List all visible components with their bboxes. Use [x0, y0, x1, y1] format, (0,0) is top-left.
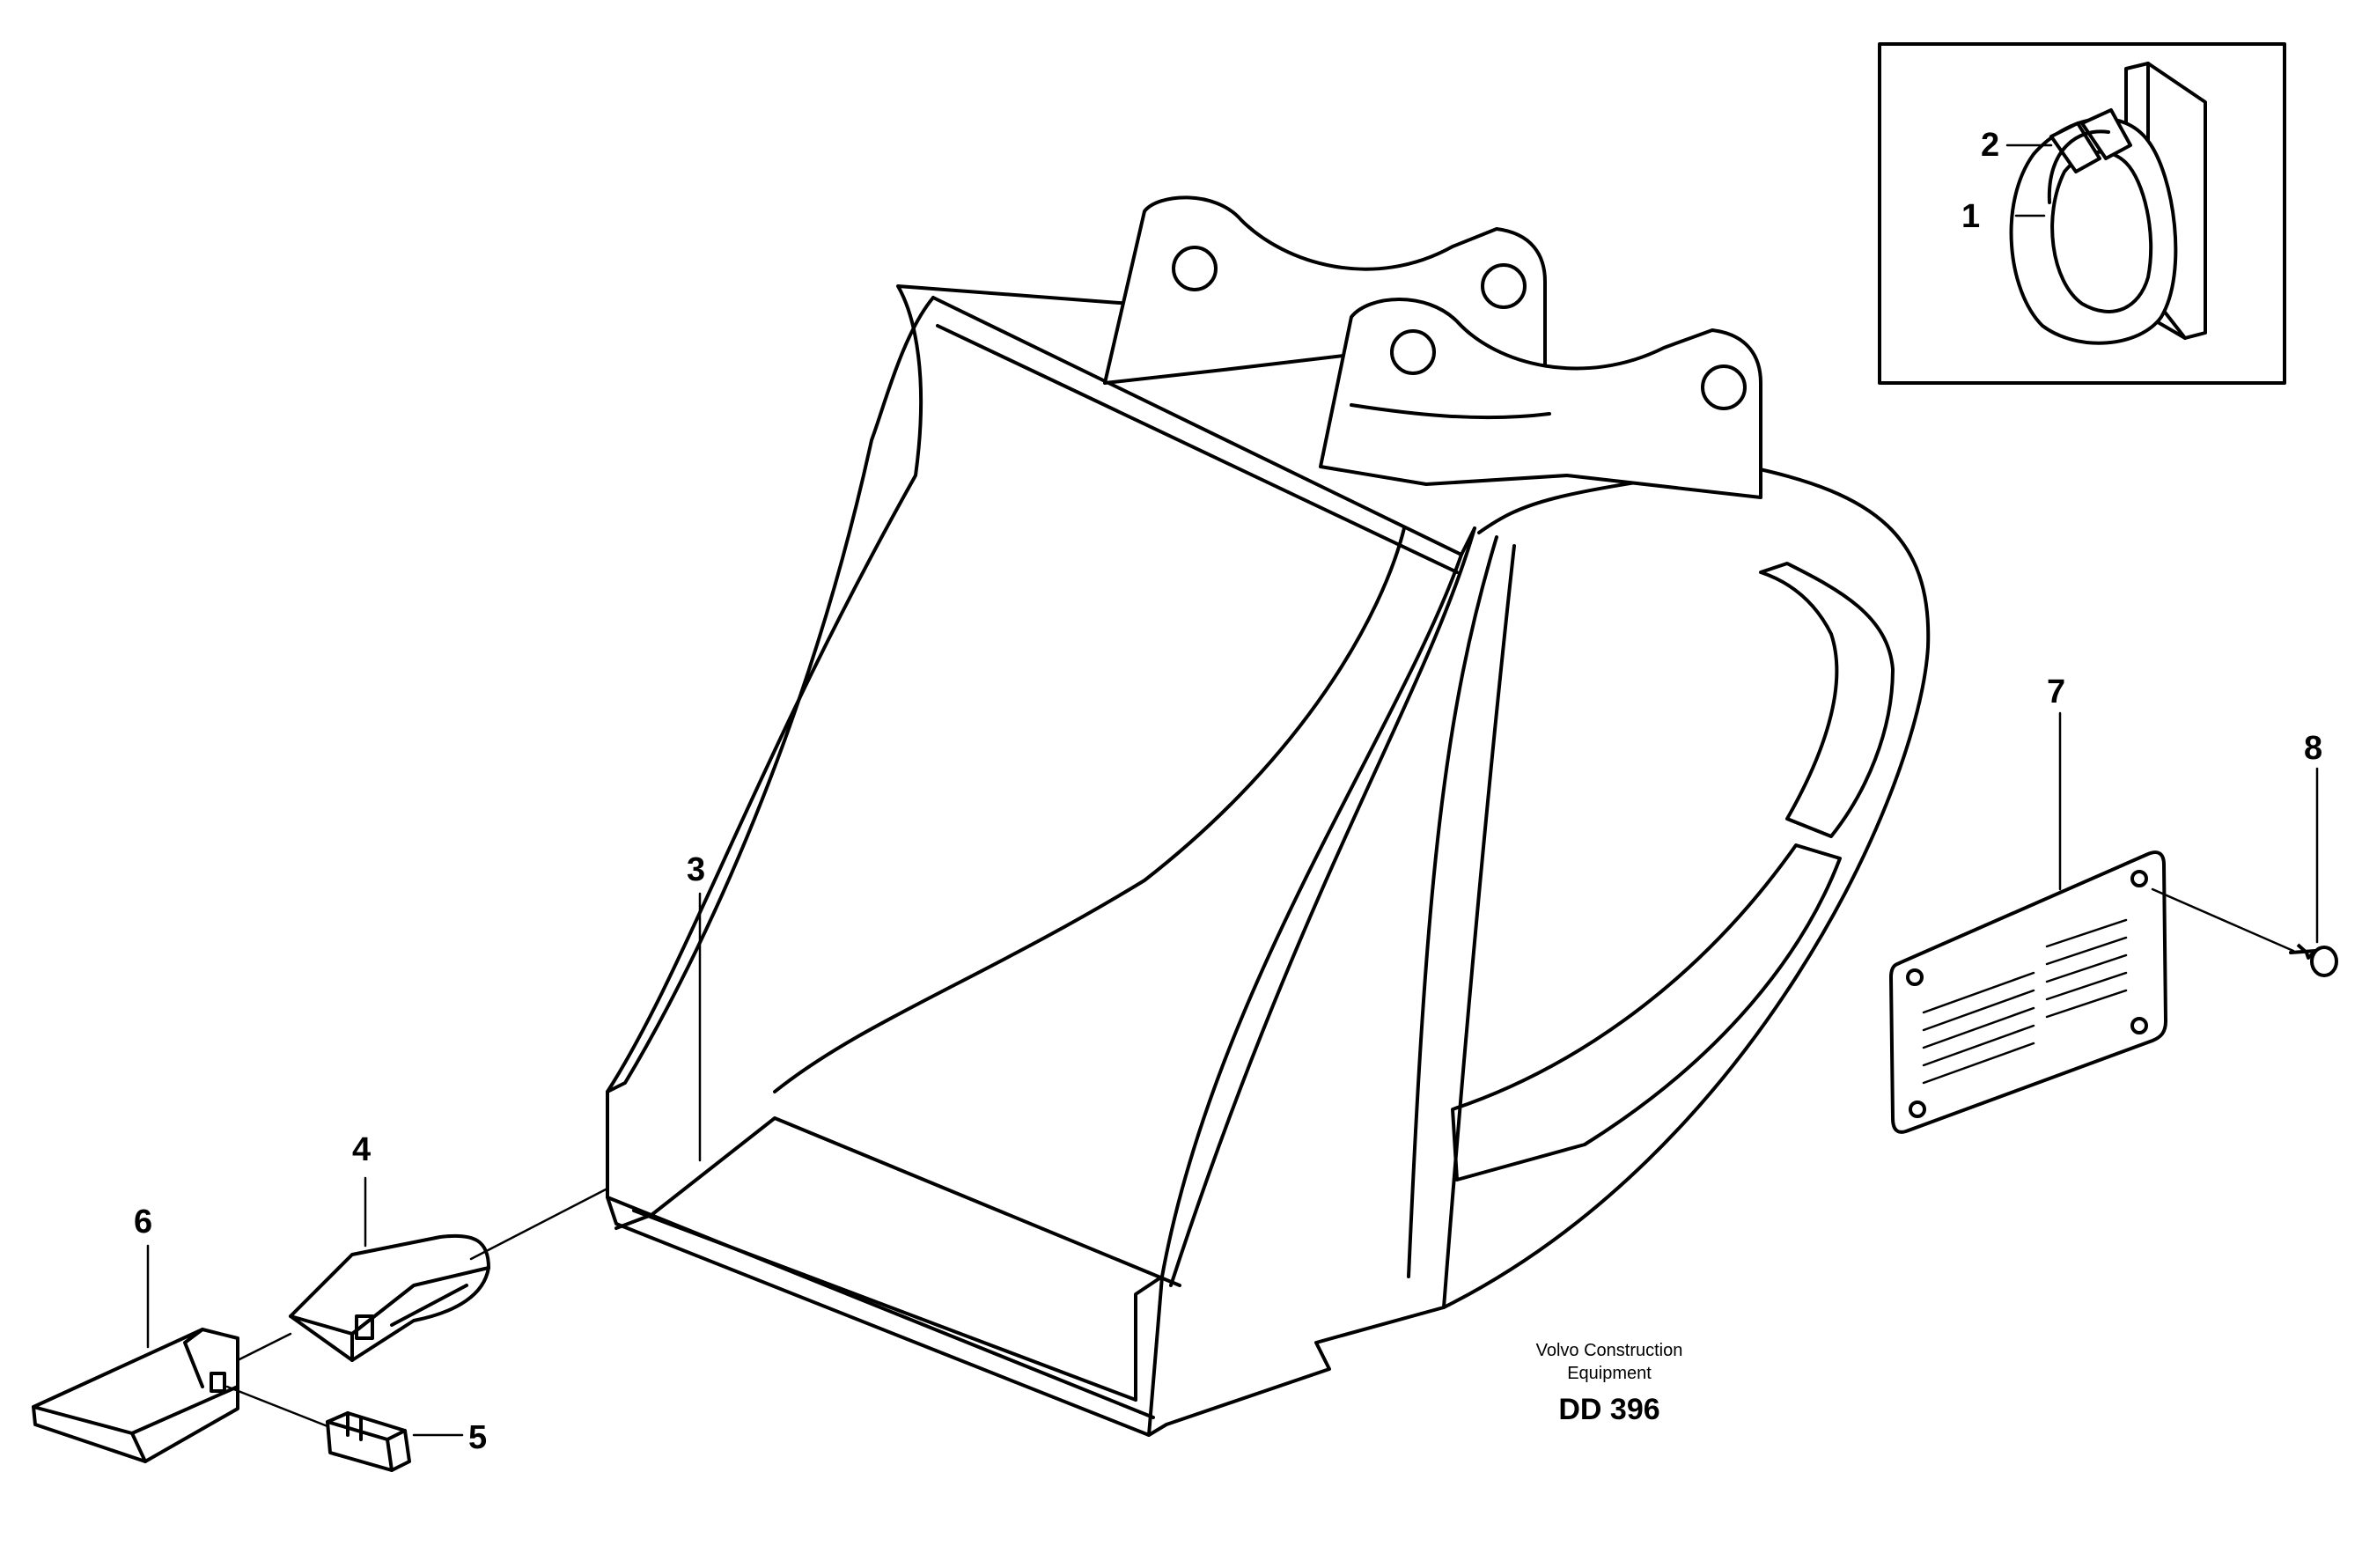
- callout-1: 1: [1961, 198, 1980, 235]
- callout-3: 3: [687, 851, 705, 888]
- retainer-pin: [326, 1411, 411, 1472]
- callout-5: 5: [468, 1419, 487, 1456]
- inset-lifting-eye: [1878, 42, 2286, 385]
- callouts: 1 2 3 4 5 6 7 8: [134, 127, 2322, 1456]
- leader-lines: [146, 144, 2319, 1437]
- callout-7: 7: [2047, 674, 2065, 710]
- mounting-brackets: [1103, 195, 1762, 499]
- rivet: [2289, 943, 2338, 977]
- tooth-adapter: [289, 1233, 490, 1362]
- tooth: [32, 1328, 239, 1463]
- decal-plate: [1889, 850, 2167, 1134]
- diagram-caption: Volvo Construction Equipment DD 396: [1536, 1341, 1683, 1426]
- caption-line-2: Equipment: [1567, 1364, 1652, 1383]
- callout-4: 4: [352, 1131, 371, 1168]
- callout-6: 6: [134, 1204, 152, 1240]
- caption-line-1: Volvo Construction: [1536, 1341, 1683, 1360]
- diagram-code: DD 396: [1558, 1393, 1659, 1426]
- callout-2: 2: [1981, 127, 1999, 164]
- callout-8: 8: [2304, 730, 2322, 767]
